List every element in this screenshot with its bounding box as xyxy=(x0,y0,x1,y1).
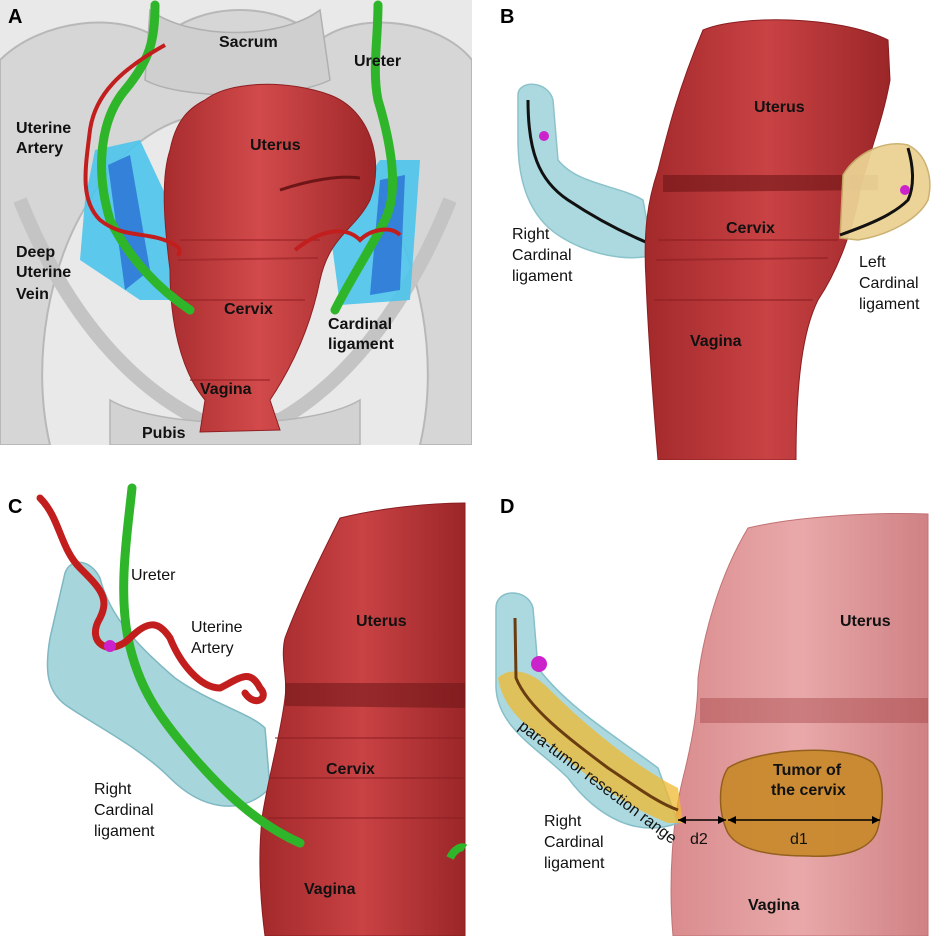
sacrum-label: Sacrum xyxy=(219,34,278,51)
uterus-label: Uterus xyxy=(250,137,301,154)
marker-dot xyxy=(531,656,547,672)
panel-c: C Ureter Uterine Artery Uterus Cervix Ri… xyxy=(0,478,472,936)
left-cardinal-label-line3: ligament xyxy=(859,296,920,313)
panel-b-illustration xyxy=(517,19,931,460)
ligament-centerline xyxy=(513,617,679,812)
uterine-artery-shape xyxy=(36,494,267,705)
right-cardinal-label-line2: Cardinal xyxy=(544,834,604,851)
uterine-artery-label-line1: Uterine xyxy=(191,619,243,636)
panel-a-illustration xyxy=(0,0,472,445)
panel-a-letter: A xyxy=(8,6,23,28)
panel-d: D Uterus para-tumor resection range Tumo… xyxy=(478,478,945,936)
right-cardinal-label-line3: ligament xyxy=(512,268,573,285)
marker-dot xyxy=(104,640,116,652)
left-ligament-centerline xyxy=(839,147,914,237)
uterus-groove xyxy=(663,175,878,192)
right-deep-vein-shape xyxy=(370,175,405,295)
uterine-artery-label-line2: Artery xyxy=(191,640,234,657)
d2-label: d2 xyxy=(690,831,708,848)
cervix-folds xyxy=(268,737,465,819)
d1-label: d1 xyxy=(790,831,808,848)
ureter-label: Ureter xyxy=(354,53,402,70)
left-cardinal-label-line1: Left xyxy=(859,254,886,271)
panel-c-letter: C xyxy=(8,496,23,518)
cervix-label: Cervix xyxy=(326,761,375,778)
para-tumor-band xyxy=(498,671,683,823)
right-ureter-shape xyxy=(330,0,398,315)
left-deep-vein-shape xyxy=(108,155,150,290)
right-cardinal-label-line2: Cardinal xyxy=(94,802,154,819)
right-cardinal-label-line1: Right xyxy=(94,781,132,798)
uterus-cervix-vagina-shape xyxy=(670,513,929,936)
uterus-groove xyxy=(285,683,465,708)
vagina-label: Vagina xyxy=(200,381,252,398)
uterine-artery-label-line1: Uterine xyxy=(16,120,72,137)
cardinal-ligament-label-line1: Cardinal xyxy=(328,316,393,333)
ureter-shape xyxy=(119,483,305,848)
right-cardinal-label-line1: Right xyxy=(512,226,550,243)
right-cardinal-ligament-shape xyxy=(46,561,271,807)
cervix-label: Cervix xyxy=(726,220,775,237)
panel-a: A Sacrum Ureter Uterine Artery Uterus De… xyxy=(0,0,472,445)
left-cardinal-label-line2: Cardinal xyxy=(859,275,919,292)
panel-b-letter: B xyxy=(500,6,515,28)
ureter-shape-right xyxy=(446,843,468,860)
right-marker-dot xyxy=(539,131,549,141)
deep-uterine-vein-label-line2: Uterine xyxy=(16,264,72,281)
sacrum-shape xyxy=(144,8,331,96)
left-marker-dot xyxy=(900,185,910,195)
deep-uterine-vein-label-line3: Vein xyxy=(16,286,49,303)
right-ligament-centerline xyxy=(526,99,654,247)
uterus-label: Uterus xyxy=(356,613,407,630)
uterus-folds xyxy=(177,239,320,381)
tumor-label-line1: Tumor of xyxy=(773,762,842,779)
right-cardinal-label-line3: ligament xyxy=(94,823,155,840)
cervix-folds xyxy=(654,239,838,301)
left-cardinal-ligament-shape xyxy=(839,143,931,241)
uterus-label: Uterus xyxy=(754,99,805,116)
uterus-label: Uterus xyxy=(840,613,891,630)
vagina-label: Vagina xyxy=(690,333,742,350)
right-cardinal-label-line3: ligament xyxy=(544,855,605,872)
left-uterine-artery-shape xyxy=(83,43,182,257)
vagina-label: Vagina xyxy=(304,881,356,898)
pubis-label: Pubis xyxy=(142,425,186,442)
tumor-shape xyxy=(719,749,884,857)
panel-c-illustration xyxy=(36,483,468,936)
ureter-label: Ureter xyxy=(131,567,176,584)
uterine-artery-label-line2: Artery xyxy=(16,140,64,157)
panel-b: B Uterus Cervix Right Cardinal ligament … xyxy=(478,0,945,460)
right-cardinal-label-line1: Right xyxy=(544,813,582,830)
panel-d-illustration xyxy=(495,513,929,936)
tumor-label-line2: the cervix xyxy=(771,782,846,799)
uterus-crease xyxy=(279,175,361,192)
uterus-cervix-vagina-shape xyxy=(259,502,466,936)
cervix-label: Cervix xyxy=(224,301,273,318)
vagina-label: Vagina xyxy=(748,897,800,914)
deep-uterine-vein-label-line1: Deep xyxy=(16,244,56,261)
right-uterine-artery-shape xyxy=(293,227,402,252)
cardinal-ligament-label-line2: ligament xyxy=(328,336,394,353)
right-cardinal-label-line2: Cardinal xyxy=(512,247,572,264)
panel-d-letter: D xyxy=(500,496,515,518)
uterus-groove xyxy=(700,698,928,723)
